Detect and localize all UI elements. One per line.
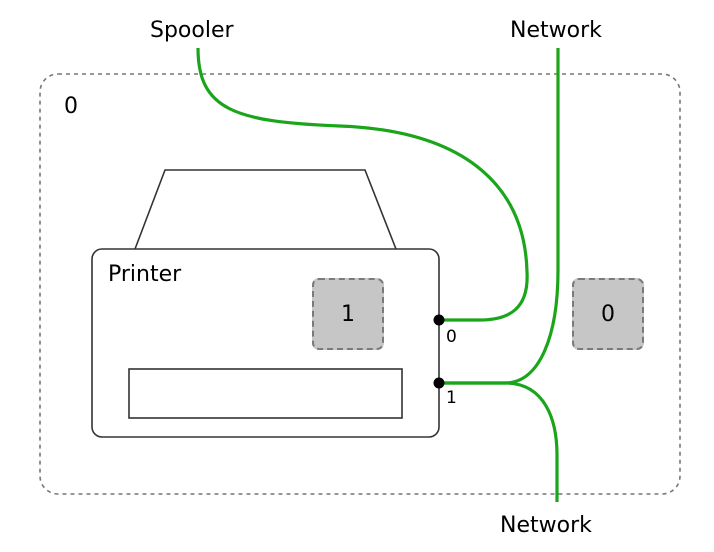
spooler-wire bbox=[196, 47, 529, 322]
outer-box-label: 0 bbox=[64, 94, 78, 119]
network-top-wire bbox=[440, 48, 560, 385]
printer-output-slot bbox=[128, 368, 403, 419]
port-0-dot bbox=[433, 314, 445, 326]
spooler-label: Spooler bbox=[150, 18, 234, 43]
printer-paper-tray bbox=[134, 169, 397, 250]
port-1-label: 1 bbox=[446, 388, 457, 408]
printer-label: Printer bbox=[108, 262, 182, 287]
printer-badge: 1 bbox=[312, 278, 384, 350]
network-bottom-label: Network bbox=[500, 513, 592, 538]
network-top-label: Network bbox=[510, 18, 602, 43]
port-0-label: 0 bbox=[446, 327, 457, 347]
port-1-dot bbox=[433, 377, 445, 389]
outer-badge: 0 bbox=[572, 278, 644, 350]
outer-container-box bbox=[39, 73, 681, 495]
network-bottom-wire bbox=[440, 381, 559, 502]
